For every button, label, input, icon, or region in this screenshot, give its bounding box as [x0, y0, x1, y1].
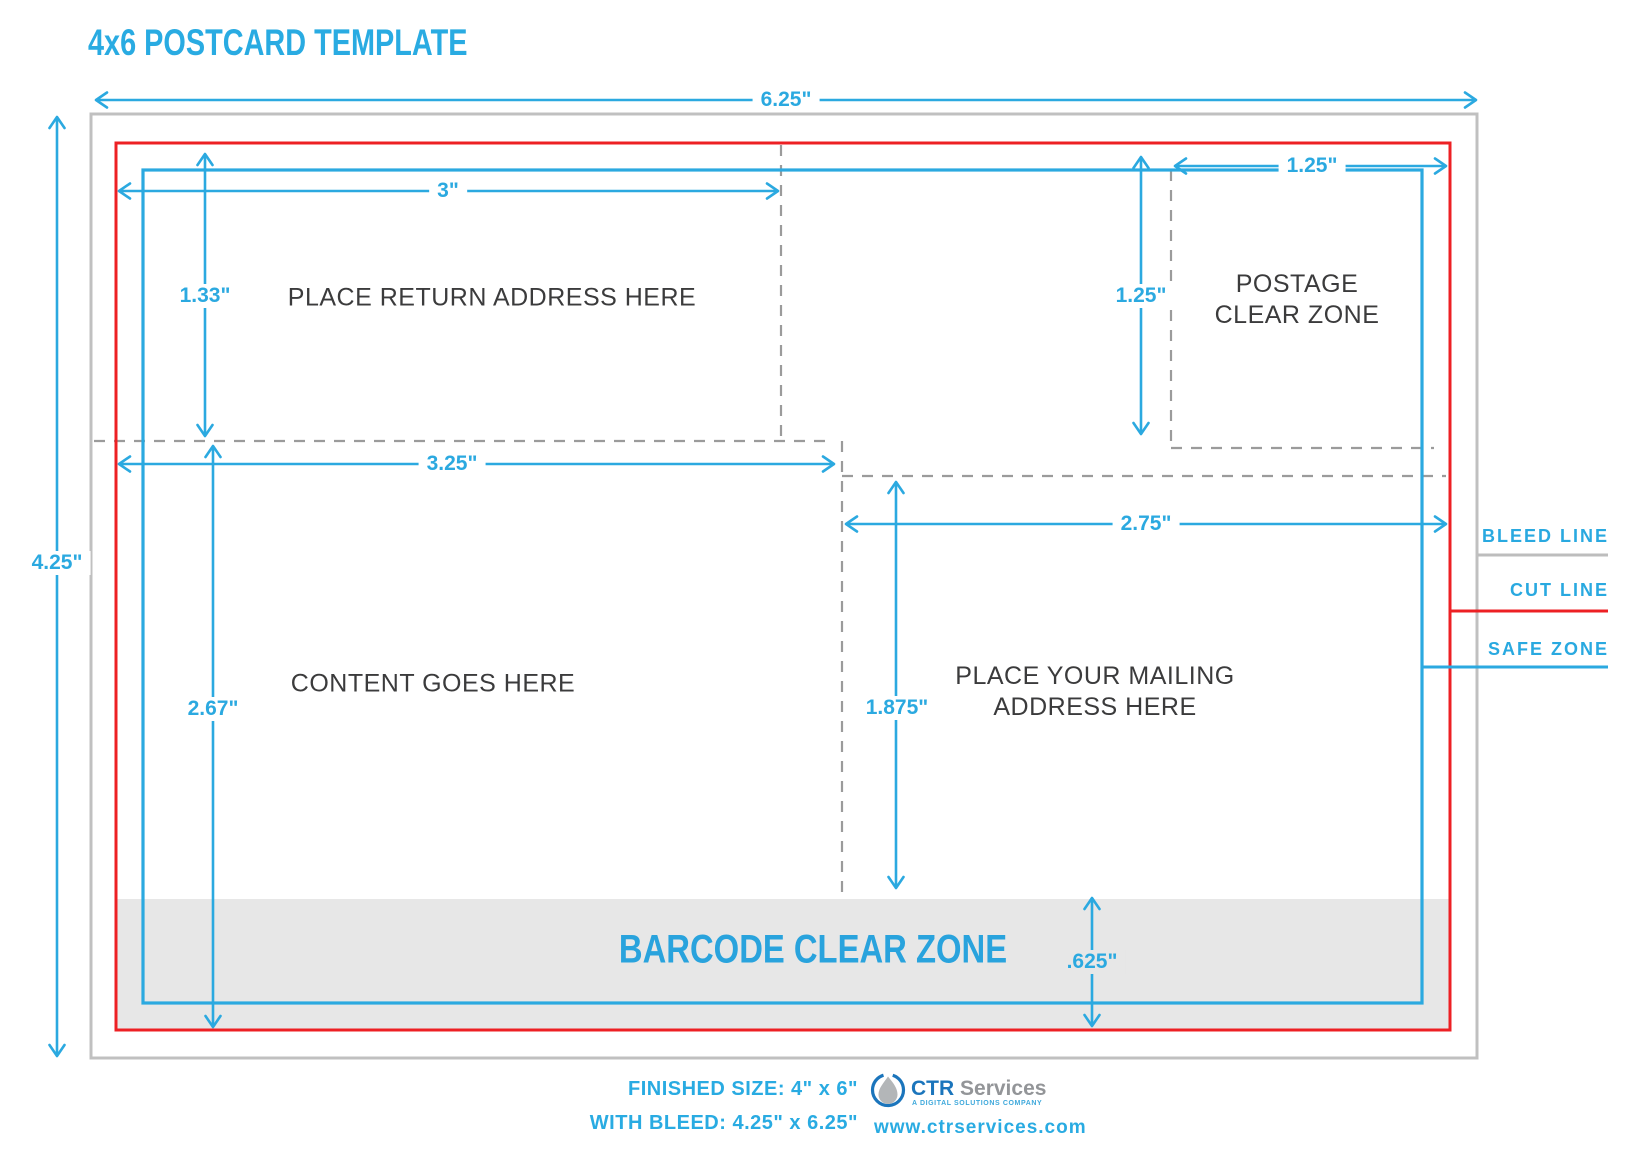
- barcode-clear-zone-label: BARCODE CLEAR ZONE: [618, 927, 1008, 972]
- content-width-label: 3.25": [418, 452, 486, 476]
- mailing-height-label: 1.875": [857, 696, 937, 720]
- mailing-address-zone-label: PLACE YOUR MAILING ADDRESS HERE: [955, 661, 1234, 723]
- legend-cut-line: CUT LINE: [1510, 580, 1609, 600]
- postage-clear-zone-label: POSTAGE CLEAR ZONE: [1215, 269, 1380, 331]
- total-width-label: 6.25": [752, 88, 820, 112]
- legend-safe-zone: SAFE ZONE: [1487, 639, 1609, 659]
- barcode-clear-zone-area: [117, 899, 1449, 1029]
- return-height-label: 1.33": [171, 284, 239, 308]
- mailing-zone-line2: ADDRESS HERE: [993, 693, 1197, 721]
- total-height-label: 4.25": [23, 551, 91, 575]
- ctr-logo-ring-icon: [870, 1072, 906, 1108]
- safe-zone-rect: [141, 168, 1424, 1005]
- legend-bleed-line: BLEED LINE: [1481, 526, 1609, 546]
- mailing-zone-line1: PLACE YOUR MAILING: [955, 662, 1235, 690]
- logo-services-word: Services: [960, 1077, 1047, 1100]
- website-link[interactable]: www.ctrservices.com: [874, 1117, 1087, 1138]
- postage-width-label: 1.25": [1278, 154, 1346, 178]
- postage-zone-line1: POSTAGE: [1235, 270, 1359, 298]
- water-drop-icon: [878, 1076, 898, 1104]
- with-bleed-size-text: WITH BLEED: 4.25" x 6.25": [589, 1112, 858, 1134]
- cut-line-rect: [114, 141, 1452, 1032]
- postage-zone-line2: CLEAR ZONE: [1214, 301, 1380, 329]
- finished-size-text: FINISHED SIZE: 4" x 6": [627, 1078, 858, 1100]
- return-width-label: 3": [429, 179, 467, 203]
- logo-tagline: A DIGITAL SOLUTIONS COMPANY: [912, 1100, 1043, 1107]
- content-height-label: 2.67": [179, 697, 247, 721]
- postage-height-label: 1.25": [1107, 284, 1175, 308]
- page-title: 4x6 POSTCARD TEMPLATE: [88, 22, 468, 63]
- barcode-height-label: .625": [1058, 950, 1126, 974]
- return-address-zone-label: PLACE RETURN ADDRESS HERE: [287, 283, 697, 312]
- bleed-line-rect: [89, 112, 1479, 1060]
- ctr-services-logo-text: CTR Services: [911, 1077, 1046, 1101]
- content-zone-label: CONTENT GOES HERE: [290, 669, 576, 698]
- mailing-width-label: 2.75": [1112, 512, 1180, 536]
- logo-ctr-text: CTR: [911, 1077, 955, 1100]
